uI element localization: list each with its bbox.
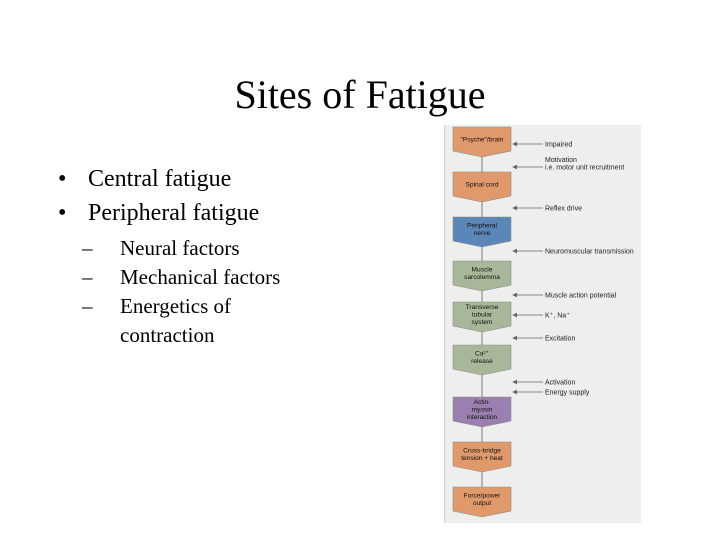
fatigue-site-label: Muscle action potential	[545, 293, 617, 300]
sub-bullet-text: Neural factors	[120, 236, 240, 260]
bullet-text: Central fatigue	[88, 166, 232, 192]
flow-box-label: tubular	[472, 311, 493, 318]
flow-box-label: release	[471, 358, 493, 365]
flow-box-label: Muscle	[472, 267, 493, 274]
flow-box	[452, 486, 512, 518]
slide-title: Sites of Fatigue	[234, 72, 486, 117]
flow-box-label: Actin-	[474, 399, 491, 406]
flow-box-label: Transverse	[466, 304, 499, 311]
bullet-central-fatigue: • Central fatigue	[58, 162, 428, 196]
flow-box	[452, 441, 512, 473]
flow-box-label: "Psyche"/brain	[461, 136, 504, 143]
bullet-peripheral-fatigue: • Peripheral fatigue	[58, 196, 428, 230]
flow-box-label: interaction	[467, 414, 498, 421]
dash-mark: –	[82, 265, 93, 289]
fatigue-site-label: Neuromuscular transmission	[545, 249, 634, 256]
sub-bullet-text: contraction	[120, 323, 215, 347]
bullet-mark: •	[58, 200, 67, 226]
fatigue-site-label: Motivation	[545, 157, 577, 164]
sub-bullet-energetics: – Energetics of contraction	[58, 292, 428, 350]
flow-box	[452, 301, 512, 333]
bullet-mark: •	[58, 166, 67, 192]
fatigue-site-label: Activation	[545, 380, 575, 387]
flow-box	[452, 396, 512, 428]
flow-box-label: tension + heat	[461, 455, 503, 462]
fatigue-site-label: Impaired	[545, 142, 572, 149]
sub-bullet-neural-factors: – Neural factors	[58, 234, 428, 263]
flow-box-label: Spinal cord	[466, 181, 499, 188]
sub-bullet-mechanical-factors: – Mechanical factors	[58, 263, 428, 292]
flow-box	[452, 126, 512, 158]
flow-box-label: Ca²⁺	[475, 351, 490, 358]
flow-box-label: Cross-bridge	[463, 448, 501, 455]
dash-mark: –	[82, 294, 93, 318]
bullet-text: Peripheral fatigue	[88, 200, 260, 226]
flow-box-label: Force/power	[464, 493, 501, 500]
flow-box-label: myosin	[472, 406, 493, 413]
sub-bullet-text: Mechanical factors	[120, 265, 281, 289]
flow-box	[452, 171, 512, 203]
sub-bullet-text: Energetics of	[120, 294, 231, 318]
flow-box	[452, 260, 512, 292]
fatigue-site-label: K⁺, Na⁺	[545, 312, 570, 320]
fatigue-site-label: Excitation	[545, 336, 575, 343]
flow-box-label: output	[473, 500, 492, 507]
flow-box	[452, 344, 512, 376]
flow-box-label: nerve	[474, 230, 491, 237]
flow-box-label: system	[472, 319, 493, 326]
flow-box-label: Peripheral	[467, 223, 498, 230]
dash-mark: –	[82, 236, 93, 260]
fatigue-site-label: Reflex drive	[545, 206, 582, 213]
flow-box	[452, 216, 512, 248]
fatigue-site-label: Energy supply	[545, 390, 590, 397]
fatigue-site-label: i.e. motor unit recruitment	[545, 165, 624, 172]
bullet-list: • Central fatigue • Peripheral fatigue –…	[58, 162, 428, 350]
flow-box-label: sarcolemma	[464, 274, 500, 281]
